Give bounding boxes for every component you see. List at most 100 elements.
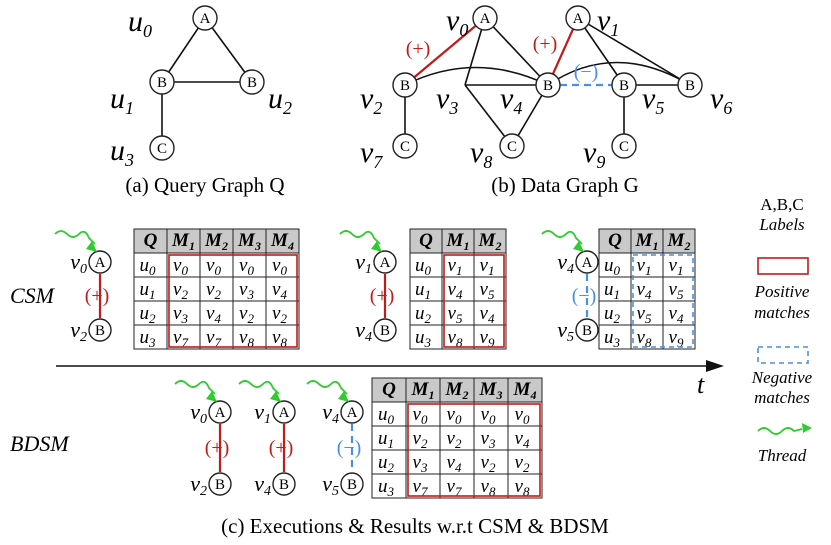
bdsm-table-cell xyxy=(507,449,543,475)
csm-table-1-cell xyxy=(232,324,267,350)
csm-table-1-cell-text: v4 xyxy=(206,303,221,326)
bdsm-table-cell-text: v0 xyxy=(481,404,496,427)
csm-table-2-match-box xyxy=(443,254,505,348)
data-graph-positive-mark-1: (+) xyxy=(406,38,431,60)
data-edge-positive-v0-v2 xyxy=(404,17,486,86)
csm-table-1-cell xyxy=(265,300,300,326)
csm-table-1-cell-text: u0 xyxy=(140,255,157,278)
update-node-bottom-label: B xyxy=(380,323,390,339)
bdsm-table-cell-text: u2 xyxy=(378,452,395,475)
bdsm-table-cell-text: v2 xyxy=(515,452,530,475)
bdsm-table-cell-text: u3 xyxy=(378,476,395,499)
csm-table-3-cell-text: u0 xyxy=(604,255,621,278)
update-var-top: v0 xyxy=(190,399,207,427)
csm-table-1-header-cell xyxy=(232,228,267,254)
thread-icon xyxy=(238,380,280,395)
csm-table-3-cell-text: v4 xyxy=(637,279,652,302)
update-node-top xyxy=(272,400,296,424)
data-graph-negative-mark: (−) xyxy=(574,61,599,83)
row-label-bdsm: BDSM xyxy=(10,431,70,456)
csm-table-2-header-text: Q xyxy=(419,230,433,251)
update-node-top-label: A xyxy=(215,405,226,421)
csm-table-2-cell-text: v4 xyxy=(480,303,495,326)
csm-table-3-header-cell xyxy=(662,228,696,254)
csm-table-1-cell-text: v2 xyxy=(272,303,287,326)
query-graph: A B B C u0 u1 u2 u3 (a) Query Graph Q xyxy=(110,5,292,197)
csm-table-2-header-cell xyxy=(441,228,475,254)
csm-table-2-cell xyxy=(409,300,443,326)
bdsm-table-cell xyxy=(507,473,543,499)
legend-thread-label: Thread xyxy=(758,446,807,465)
csm-table-3-cell-text: v9 xyxy=(669,327,684,350)
csm-table-2-cell-text: v5 xyxy=(480,279,495,302)
update-var-bottom: v2 xyxy=(70,317,87,345)
bdsm-table-cell-text: v2 xyxy=(413,428,428,451)
csm-table-2-cell xyxy=(473,252,507,278)
bdsm-table-cell-text: v3 xyxy=(413,452,428,475)
bdsm-table-cell xyxy=(439,473,475,499)
csm-table-3-cell-text: v1 xyxy=(637,255,652,278)
update-node-top xyxy=(373,250,397,274)
update-node-bottom-label: B xyxy=(279,477,289,493)
csm-table-1-cell-text: v2 xyxy=(173,279,188,302)
legend-positive-swatch xyxy=(757,257,809,275)
csm-table-2-header-cell xyxy=(473,228,507,254)
csm-table-1-cell-text: v8 xyxy=(272,327,287,350)
bdsm-table-cell xyxy=(439,449,475,475)
thread-arrowhead-icon xyxy=(270,391,281,402)
bdsm-table-cell-text: u0 xyxy=(378,404,395,427)
thread-arrowhead-icon xyxy=(206,391,217,402)
update-node-bottom xyxy=(88,318,112,342)
csm-table-1-cell-text: v2 xyxy=(239,303,254,326)
csm-table-1-cell-text: v3 xyxy=(173,303,188,326)
update-var-bottom: v4 xyxy=(355,317,372,345)
bdsm-table-cell xyxy=(473,401,509,427)
bdsm-table-header-text: M1 xyxy=(411,379,435,402)
csm-table-1-cell-text: v0 xyxy=(173,255,188,278)
csm-table-3-cell xyxy=(662,324,696,350)
data-var-v6: v6 xyxy=(710,82,732,118)
csm-table-2-cell-text: u1 xyxy=(415,279,431,302)
data-node-v7 xyxy=(392,133,418,159)
csm-table-2-cell xyxy=(441,276,475,302)
bdsm-table-cell xyxy=(405,401,441,427)
update-node-bottom xyxy=(373,318,397,342)
bdsm-table-cell-text: v8 xyxy=(515,476,530,499)
update-node-bottom xyxy=(208,472,232,496)
csm-table-1-cell-text: v4 xyxy=(272,279,287,302)
data-node-v5 xyxy=(611,72,637,98)
bdsm-table-cell-text: v7 xyxy=(413,476,428,499)
csm-table-1-cell-text: u3 xyxy=(140,327,157,350)
legend-negative-swatch xyxy=(757,346,809,364)
data-node-v1 xyxy=(565,5,591,31)
data-node-v7-label: C xyxy=(400,139,410,155)
csm-table-1-cell xyxy=(232,300,267,326)
csm-table-3-header-text: M2 xyxy=(667,230,691,253)
update-node-top-label: A xyxy=(95,255,106,271)
update-node-bottom-label: B xyxy=(95,323,105,339)
bdsm-table-cell-text: v0 xyxy=(447,404,462,427)
query-node-u2 xyxy=(239,69,265,95)
update-var-bottom: v4 xyxy=(254,471,271,499)
data-node-v2-label: B xyxy=(400,78,410,94)
bdsm-table-cell xyxy=(371,449,407,475)
bdsm-table-header-text: Q xyxy=(382,379,396,400)
thread-arrowhead-icon xyxy=(338,391,349,402)
csm-table-2-cell xyxy=(441,252,475,278)
update-node-top-label: A xyxy=(279,405,290,421)
csm-table-2-cell-text: v1 xyxy=(448,255,463,278)
csm-table-1-cell xyxy=(133,276,168,302)
csm-table-3-header-text: Q xyxy=(608,230,622,251)
update-var-top: v0 xyxy=(70,249,87,277)
csm-table-1-header-cell xyxy=(265,228,300,254)
data-var-v3: v3 xyxy=(436,82,458,118)
update-node-bottom xyxy=(272,472,296,496)
csm-table-2-cell xyxy=(409,276,443,302)
csm-table-1-cell xyxy=(166,276,201,302)
